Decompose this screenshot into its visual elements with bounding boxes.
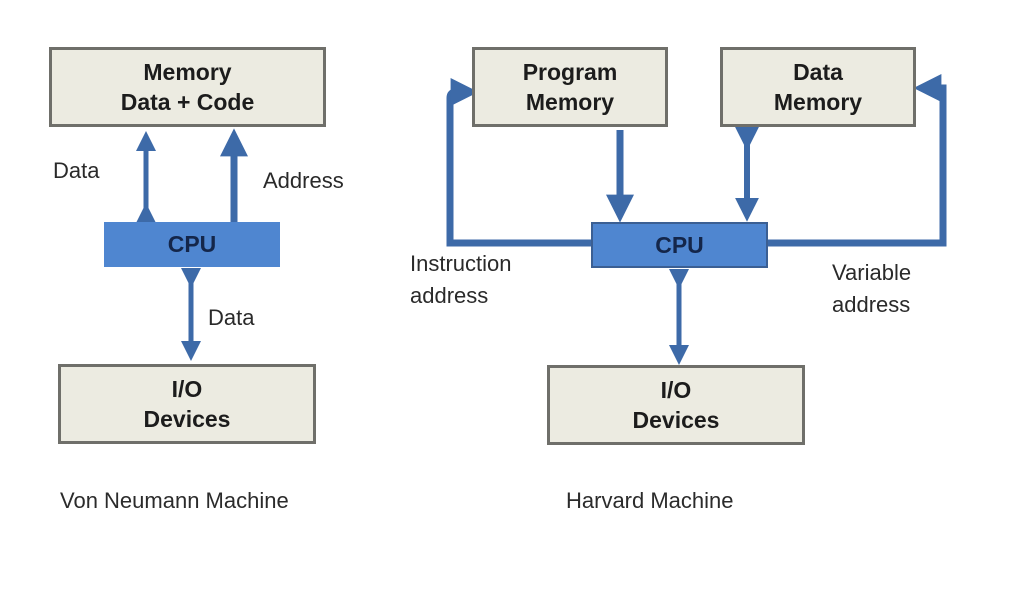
vn-data-bottom-label: Data: [208, 305, 255, 330]
hv-caption: Harvard Machine: [566, 488, 734, 513]
hv-variable-address-arrow: [767, 74, 947, 247]
hv-variable-address-line1: Variable: [832, 260, 912, 285]
vn-memory-title: Memory: [143, 59, 232, 85]
vn-io-subtitle: Devices: [143, 406, 231, 432]
hv-program-memory-title: Program: [522, 59, 618, 85]
hv-program-memory-subtitle: Memory: [525, 89, 615, 115]
vn-memory-box: Memory Data + Code: [49, 47, 326, 127]
vn-address-label: Address: [263, 168, 344, 193]
hv-data-memory-box: Data Memory: [720, 47, 916, 127]
hv-variable-address-line2: address: [832, 292, 911, 317]
vn-cpu-label: CPU: [167, 231, 217, 257]
hv-io-box: I/O Devices: [547, 365, 805, 445]
hv-program-memory-box: Program Memory: [472, 47, 668, 127]
hv-instruction-address-line2: address: [410, 283, 489, 308]
vn-io-title: I/O: [171, 376, 203, 402]
vn-data-top-label: Data: [53, 158, 100, 183]
hv-instruction-address-line1: Instruction: [410, 251, 512, 276]
vn-cpu-box: CPU: [104, 222, 280, 267]
hv-io-subtitle: Devices: [632, 407, 720, 433]
hv-variable-address-label: Variable address: [832, 257, 911, 321]
hv-instruction-address-label: Instruction address: [410, 248, 512, 312]
hv-data-memory-subtitle: Memory: [773, 89, 863, 115]
hv-instruction-address-arrow: [446, 78, 592, 247]
vn-memory-subtitle: Data + Code: [120, 89, 255, 115]
hv-io-title: I/O: [660, 377, 692, 403]
hv-cpu-box: CPU: [591, 222, 768, 268]
hv-cpu-label: CPU: [655, 231, 704, 258]
vn-caption: Von Neumann Machine: [60, 488, 289, 513]
hv-data-memory-title: Data: [793, 59, 843, 85]
vn-io-box: I/O Devices: [58, 364, 316, 444]
